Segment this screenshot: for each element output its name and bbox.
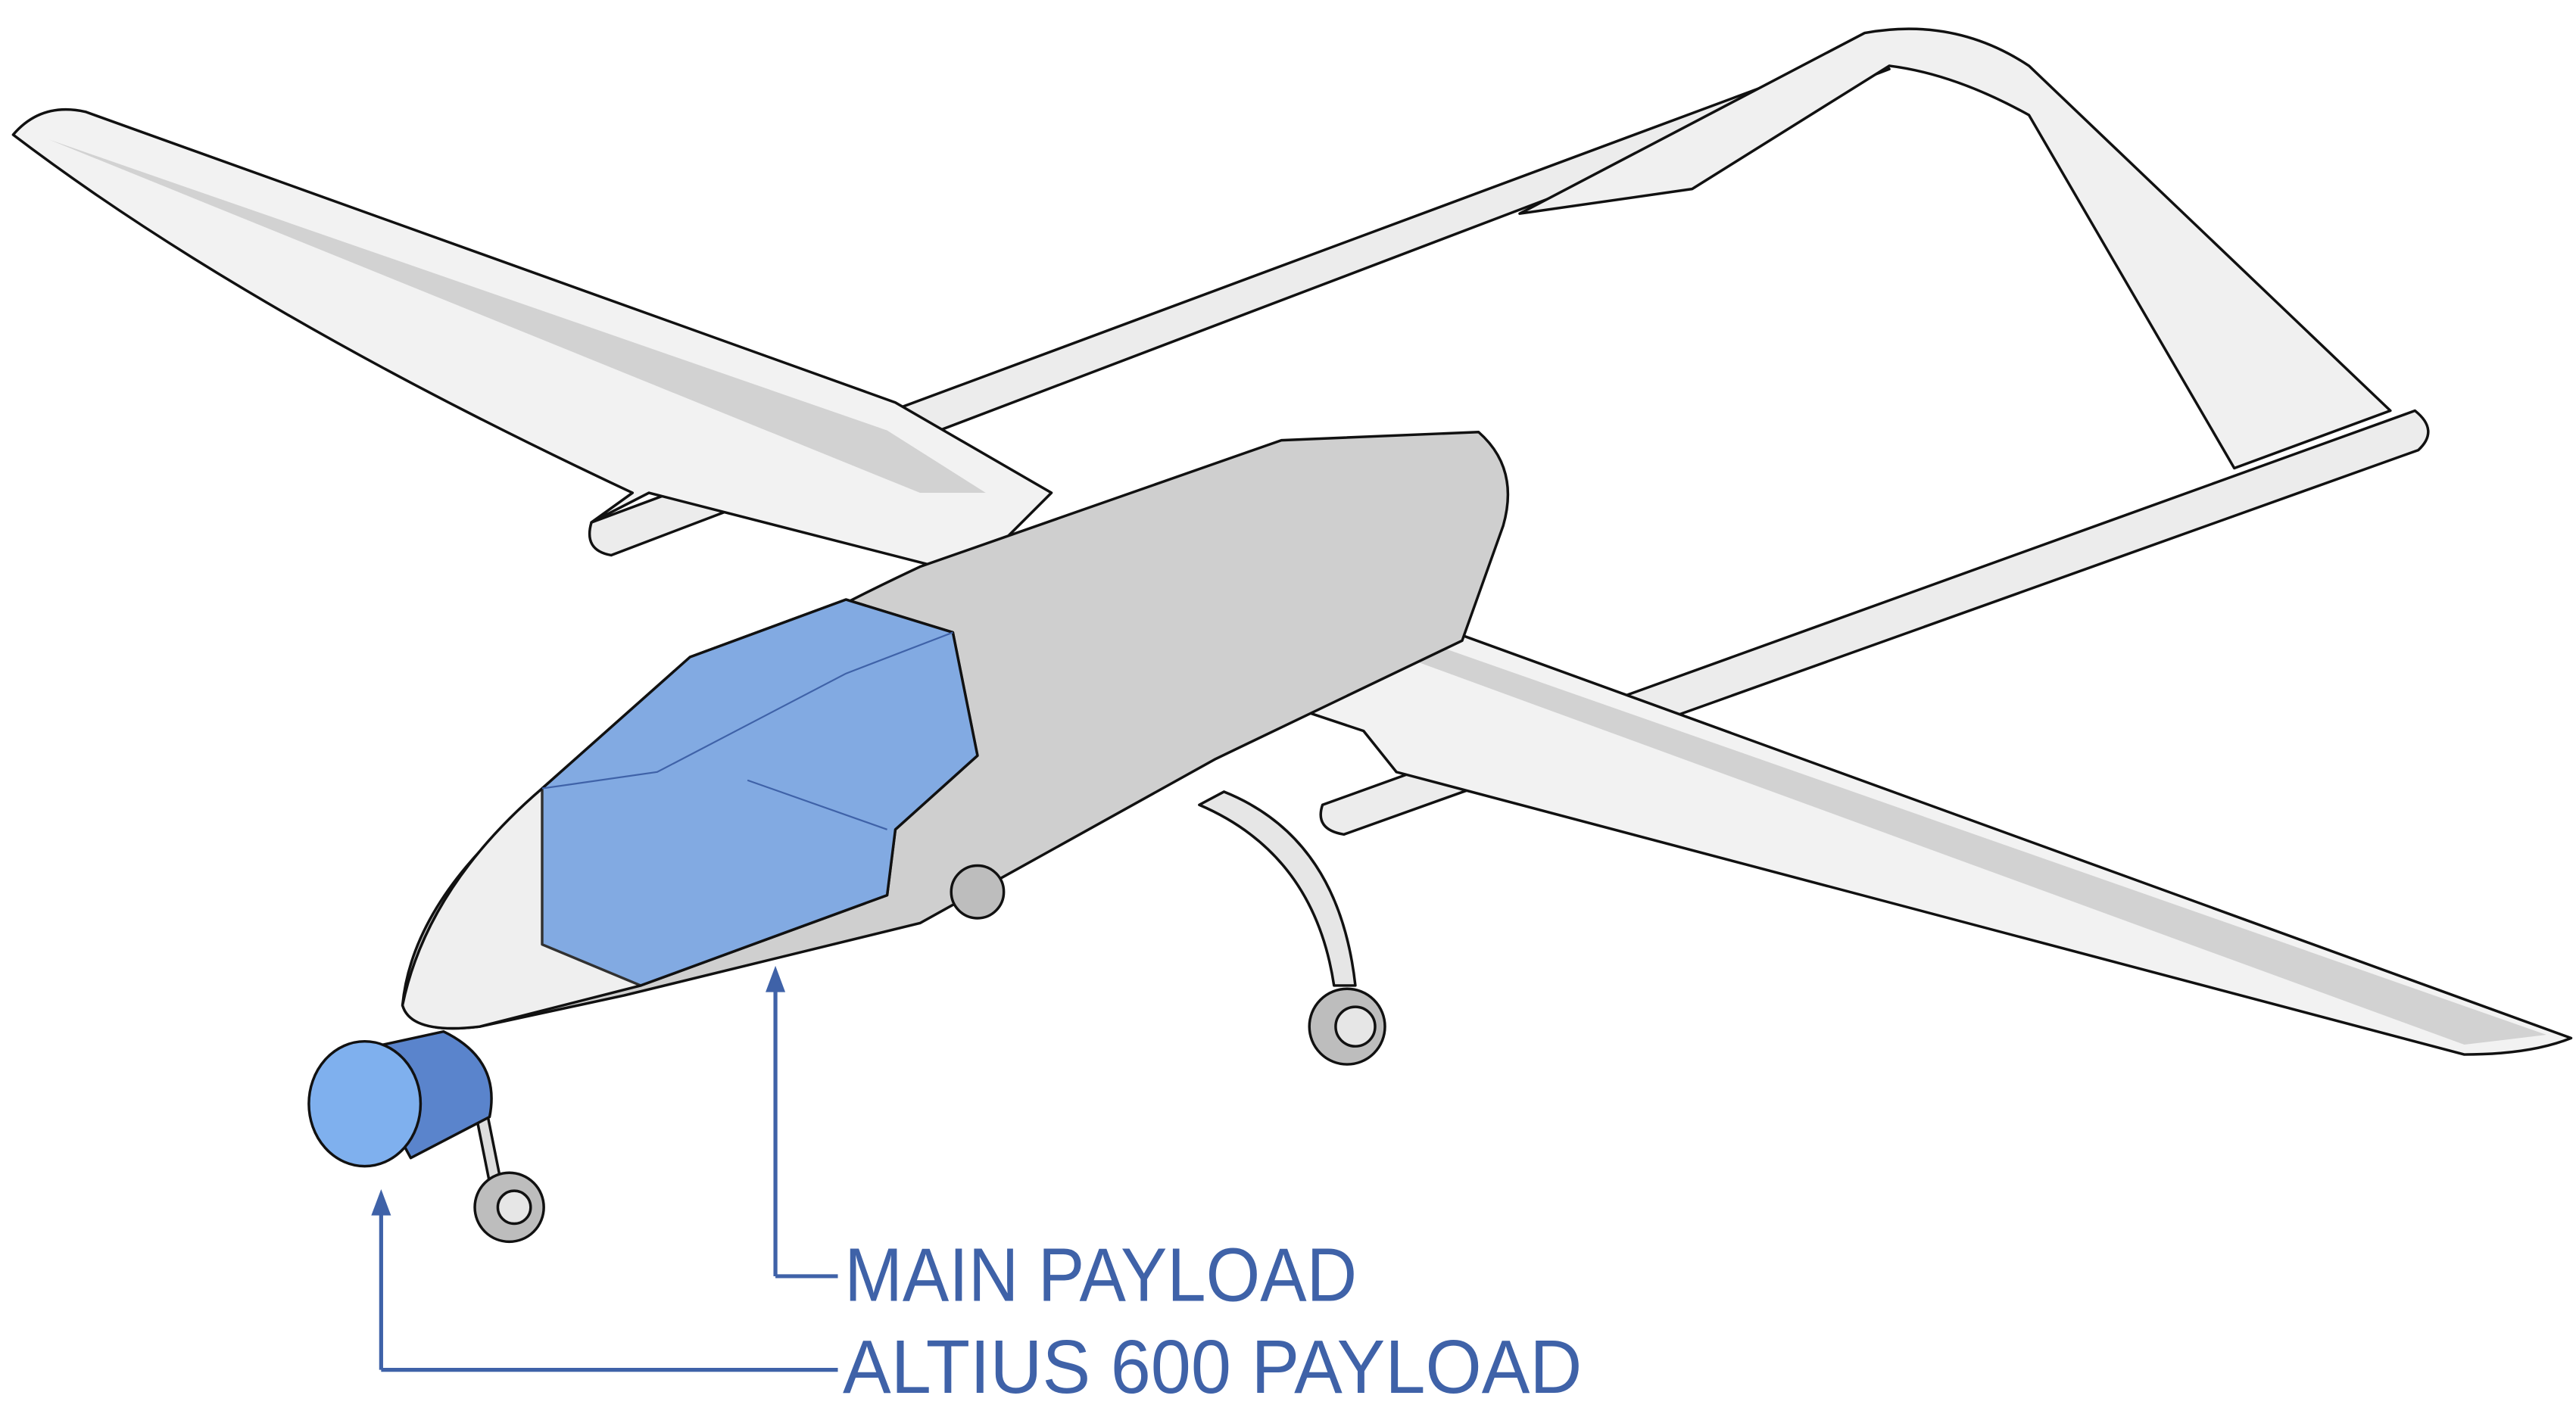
left-wing bbox=[11, 108, 1053, 577]
altius-600-payload bbox=[307, 1029, 493, 1168]
main-payload-label: MAIN PAYLOAD bbox=[844, 1233, 1357, 1317]
main-payload-leader bbox=[766, 965, 838, 1279]
main-payload-bay bbox=[541, 598, 979, 987]
nose-landing-gear bbox=[473, 1115, 545, 1244]
altius-600-payload-label: ALTIUS 600 PAYLOAD bbox=[843, 1325, 1582, 1409]
main-landing-gear bbox=[950, 790, 1386, 1066]
altius-payload-leader bbox=[371, 1188, 838, 1372]
right-wing bbox=[1066, 565, 2573, 1056]
v-tail bbox=[1518, 27, 2392, 470]
